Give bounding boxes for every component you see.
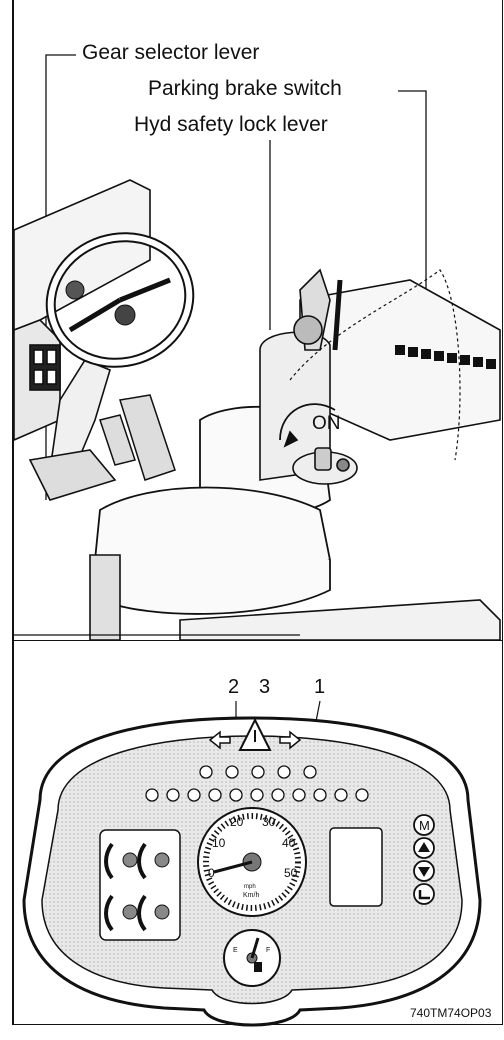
gauge-tick-30: 30 bbox=[262, 815, 276, 829]
callout-2: 2 bbox=[228, 676, 240, 698]
gauge-tick-0: 0 bbox=[208, 866, 215, 880]
button-column bbox=[413, 814, 435, 905]
gauge-tick-20: 20 bbox=[230, 815, 244, 829]
cab-illustration bbox=[13, 54, 501, 640]
figure-code: 740TM74OP03 bbox=[410, 1006, 492, 1020]
callout-3: 3 bbox=[259, 676, 271, 698]
lcd-display bbox=[329, 827, 383, 907]
fuel-gauge bbox=[223, 929, 281, 987]
speedometer bbox=[197, 807, 307, 917]
left-turn-arrow-icon bbox=[208, 730, 231, 750]
parking-brake-leader bbox=[398, 90, 427, 360]
indicator-lamps bbox=[145, 765, 369, 802]
right-turn-arrow-icon bbox=[279, 730, 302, 750]
hyd-safety-label: Hyd safety lock lever bbox=[134, 113, 328, 136]
menu-button-label: M bbox=[419, 818, 430, 833]
callout-1: 1 bbox=[314, 676, 326, 698]
steering-wheel bbox=[45, 232, 195, 368]
unit-kmh: Km/h bbox=[243, 892, 259, 899]
key-switch-inset bbox=[279, 403, 358, 485]
left-gauges bbox=[99, 829, 181, 941]
switch-row bbox=[395, 345, 496, 369]
dotted-guide bbox=[289, 269, 461, 461]
gauge-tick-10: 10 bbox=[212, 836, 226, 850]
fuel-empty-mark: E bbox=[233, 947, 238, 954]
instrument-cluster: 0 10 20 30 40 50 mph Km/h E F M bbox=[22, 700, 482, 1027]
section-divider bbox=[12, 640, 503, 641]
fuel-full-mark: F bbox=[266, 947, 270, 954]
gear-selector-label: Gear selector lever bbox=[82, 41, 260, 64]
seat-box bbox=[89, 554, 501, 640]
right-console bbox=[259, 268, 501, 481]
pedals bbox=[99, 394, 176, 481]
parking-brake-label: Parking brake switch bbox=[148, 77, 342, 100]
unit-mph: mph bbox=[244, 884, 256, 890]
gauge-tick-50: 50 bbox=[284, 866, 298, 880]
on-label: ON bbox=[312, 413, 341, 434]
gauge-tick-40: 40 bbox=[282, 836, 296, 850]
